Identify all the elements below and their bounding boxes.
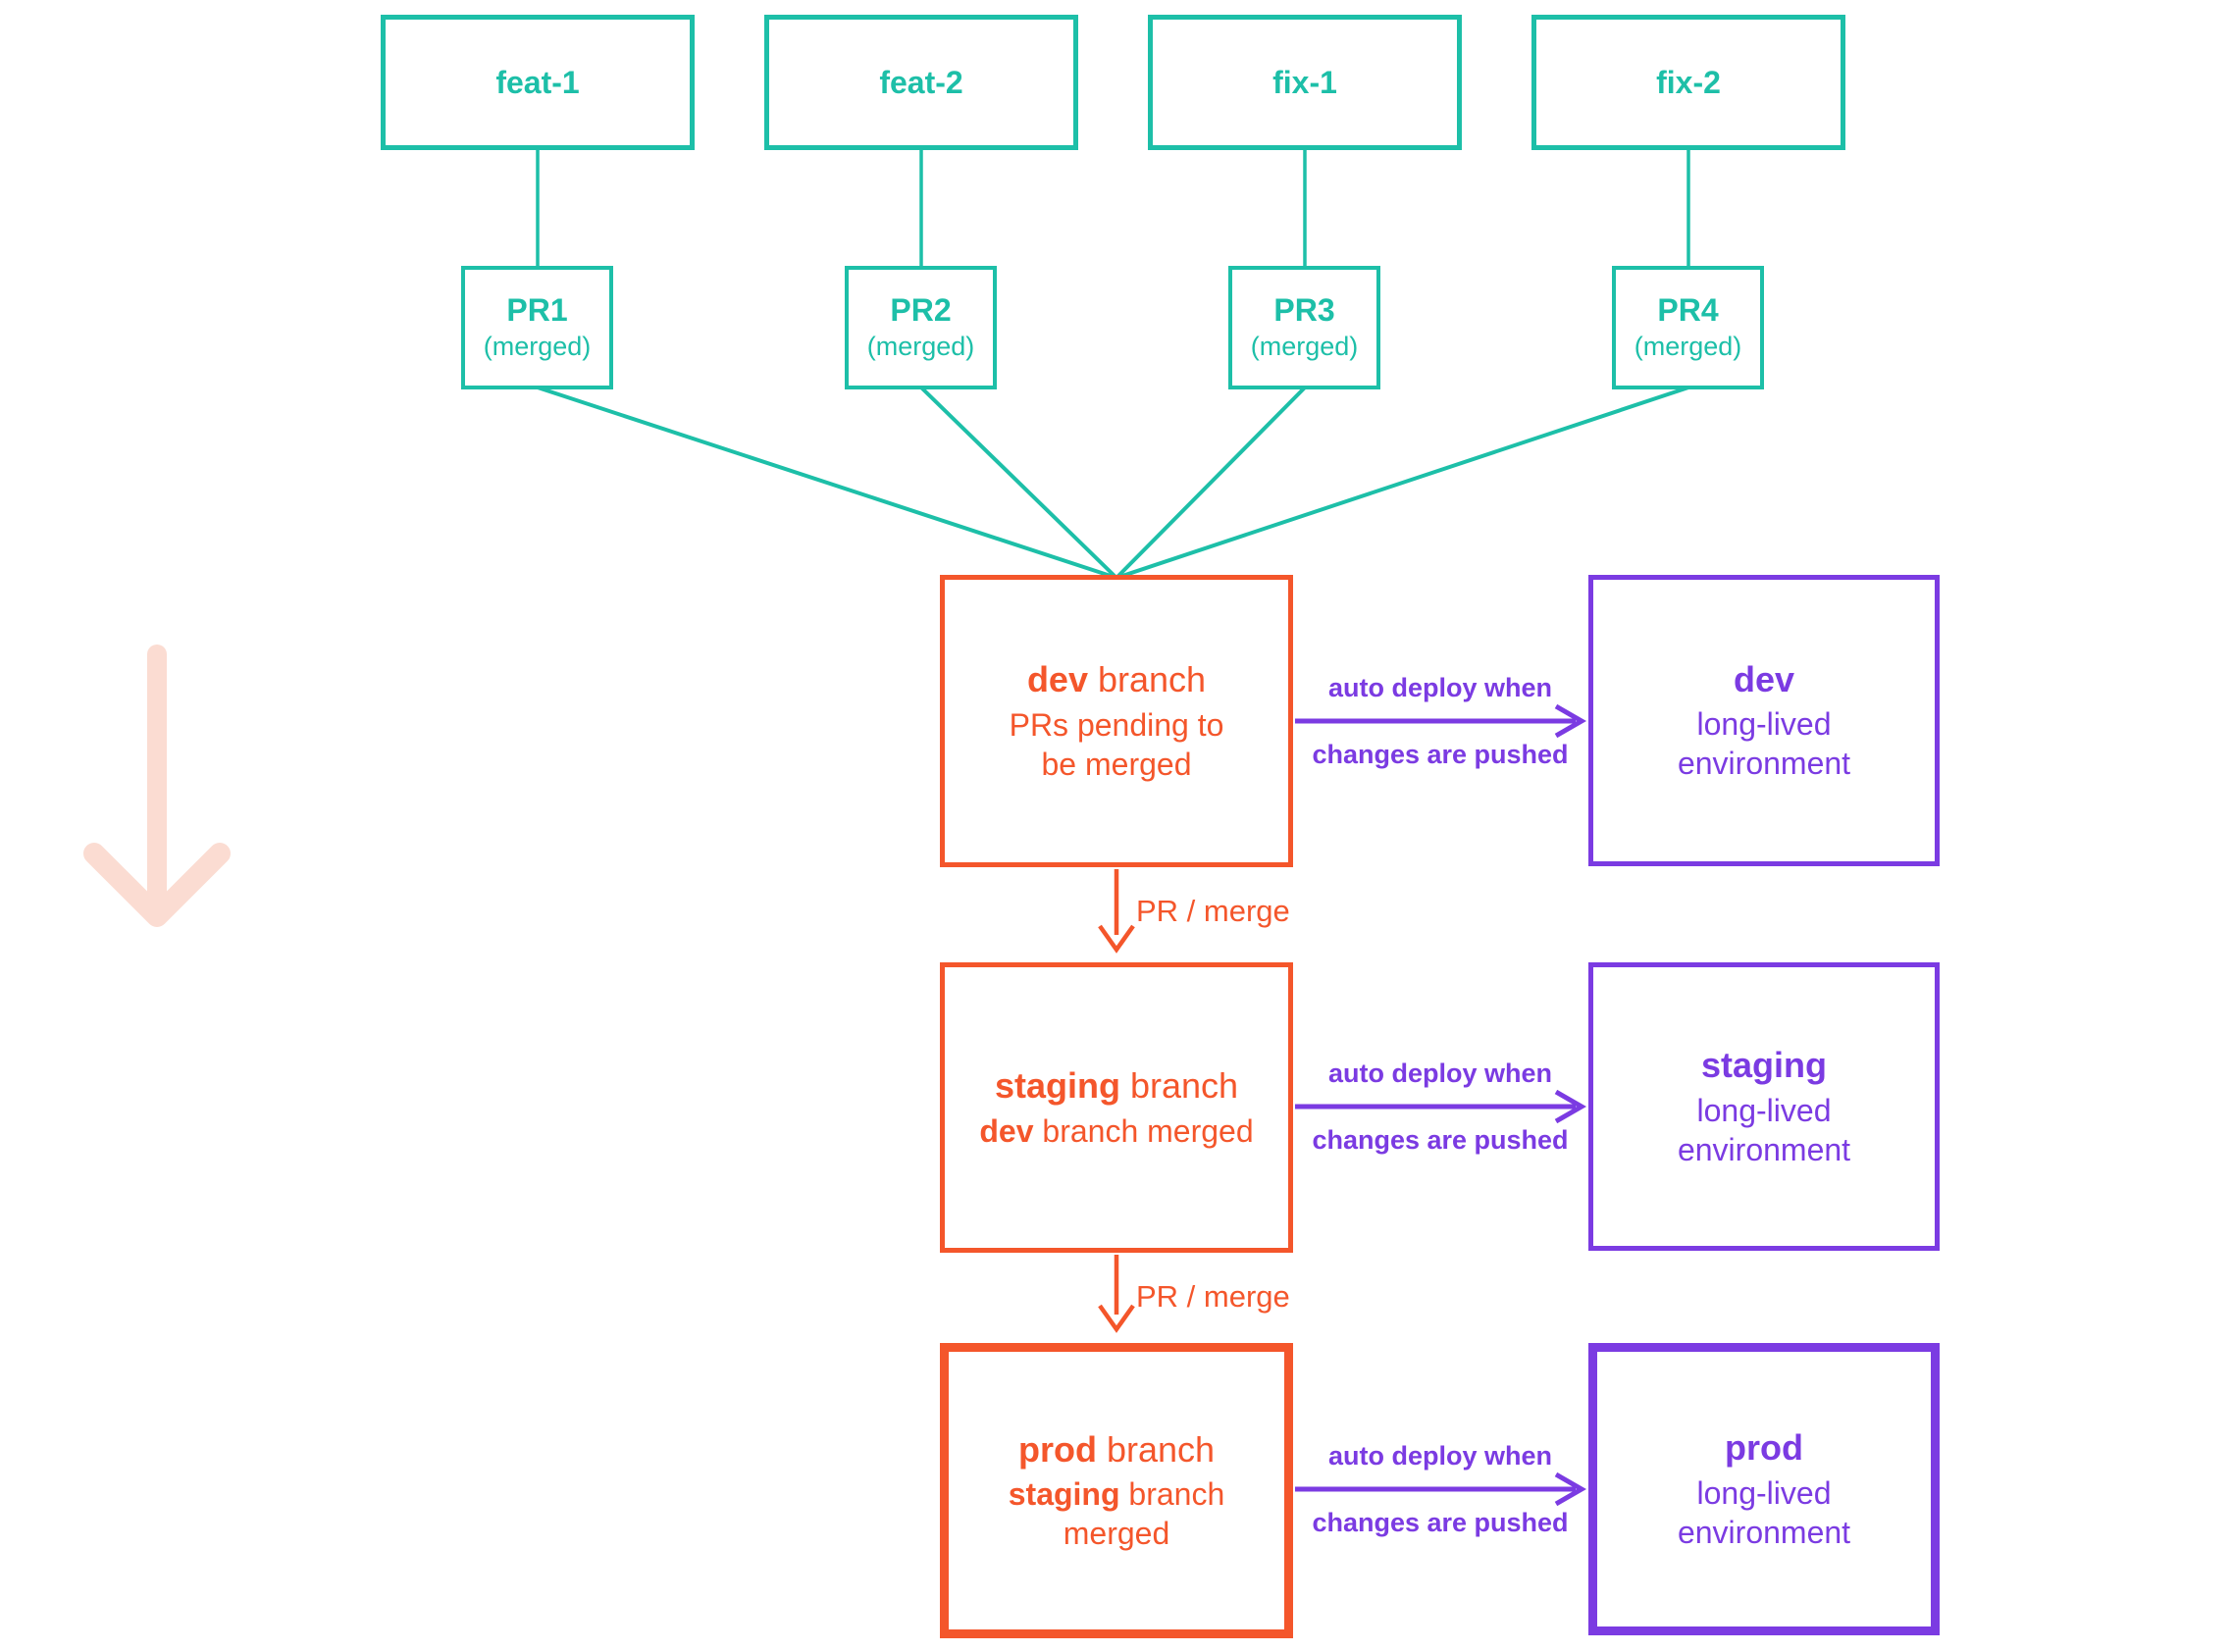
feature-branch-label: fix-2 — [1656, 64, 1721, 100]
deploy-label-line2: changes are pushed — [1312, 1508, 1569, 1537]
environment-subtitle: long-lived environment — [1677, 1474, 1851, 1550]
deploy-label-line1: auto deploy when — [1327, 673, 1552, 702]
deploy-label-line2: changes are pushed — [1312, 1125, 1569, 1155]
pr-status: (merged) — [483, 331, 592, 361]
staging-to-prod-merge-label: PR / merge — [1136, 1279, 1290, 1314]
deploy-label-line1: auto deploy when — [1327, 1441, 1552, 1471]
feature-branch-box-fix-1: fix-1 — [1148, 15, 1462, 150]
branch-title: staging branch — [994, 1065, 1239, 1107]
dev-deploy-arrow — [1295, 703, 1587, 739]
prod-environment-box: prod long-lived environment — [1588, 1343, 1940, 1635]
pr-box-pr2: PR2 (merged) — [845, 266, 997, 389]
prod-deploy-arrow — [1295, 1471, 1587, 1507]
dev-branch-box: dev branch PRs pending to be merged — [940, 575, 1293, 867]
feature-to-pr-lines — [536, 148, 1690, 268]
deploy-label-line1: auto deploy when — [1327, 1058, 1552, 1088]
feature-branch-box-feat-2: feat-2 — [764, 15, 1078, 150]
staging-branch-box: staging branch dev branch merged — [940, 962, 1293, 1253]
branch-subtitle: staging branch merged — [1008, 1476, 1225, 1552]
pr-status: (merged) — [866, 331, 975, 361]
staging-to-prod-arrow — [1098, 1255, 1135, 1333]
dev-deploy-label: auto deploy when changes are pushed — [1283, 673, 1597, 769]
environment-title: dev — [1733, 658, 1795, 699]
dev-environment-box: dev long-lived environment — [1588, 575, 1940, 866]
environment-title: prod — [1725, 1427, 1803, 1469]
environment-subtitle: long-lived environment — [1677, 1092, 1851, 1167]
prod-deploy-label: auto deploy when changes are pushed — [1283, 1441, 1597, 1537]
pr-box-pr1: PR1 (merged) — [461, 266, 613, 389]
pr-label: PR3 — [1273, 292, 1335, 329]
branch-subtitle: PRs pending to be merged — [1009, 706, 1224, 782]
pr-label: PR4 — [1657, 292, 1719, 329]
pr-box-pr3: PR3 (merged) — [1228, 266, 1380, 389]
environment-title: staging — [1700, 1045, 1827, 1086]
pr-box-pr4: PR4 (merged) — [1612, 266, 1764, 389]
staging-deploy-label: auto deploy when changes are pushed — [1283, 1058, 1597, 1155]
dev-to-staging-merge-label: PR / merge — [1136, 894, 1290, 928]
environment-subtitle: long-lived environment — [1677, 706, 1851, 782]
pr-to-dev-lines — [537, 386, 1689, 580]
feature-branch-label: feat-2 — [879, 64, 963, 100]
feature-branch-label: feat-1 — [495, 64, 580, 100]
branch-subtitle: dev branch merged — [979, 1112, 1254, 1149]
staging-deploy-arrow — [1295, 1089, 1587, 1124]
pr-label: PR2 — [890, 292, 952, 329]
pr-status: (merged) — [1250, 331, 1359, 361]
pr-label: PR1 — [506, 292, 568, 329]
dev-to-staging-arrow — [1098, 869, 1135, 954]
feature-branch-box-fix-2: fix-2 — [1531, 15, 1845, 150]
branch-title: prod branch — [1017, 1428, 1216, 1470]
down-arrow-icon — [83, 645, 231, 927]
deploy-label-line2: changes are pushed — [1312, 740, 1569, 769]
prod-branch-box: prod branch staging branch merged — [940, 1343, 1293, 1638]
staging-environment-box: staging long-lived environment — [1588, 962, 1940, 1251]
feature-branch-box-feat-1: feat-1 — [381, 15, 695, 150]
pr-status: (merged) — [1634, 331, 1742, 361]
feature-branch-label: fix-1 — [1272, 64, 1337, 100]
branch-title: dev branch — [1026, 659, 1207, 700]
